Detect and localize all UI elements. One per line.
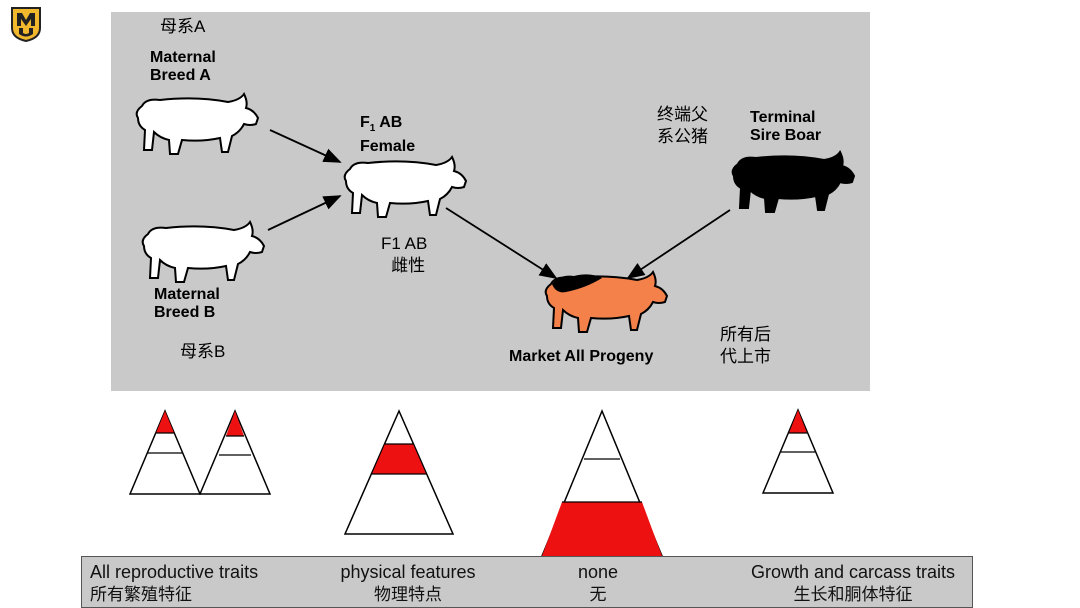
f1-rest: AB <box>375 114 403 131</box>
trait-none-zh: 无 <box>589 585 607 605</box>
arrow-f1-to-market <box>445 207 558 279</box>
arrow-breed-b-to-f1 <box>267 195 342 231</box>
terminal-en-line1: Terminal <box>750 109 816 126</box>
trait-reproductive-zh: 所有繁殖特征 <box>90 585 192 605</box>
f1-zh-line2: 雌性 <box>391 256 426 275</box>
f1-letter: F <box>360 114 370 131</box>
maternal-b-zh-label: 母系B <box>180 342 226 361</box>
trait-pyramid-none <box>540 409 664 557</box>
maternal-b-en-label: Maternal Breed B <box>154 286 220 322</box>
trait-pyramid-reproductive-2 <box>198 409 272 495</box>
maternal-breed-a-pig-icon <box>135 93 259 155</box>
trait-caption-growth-carcass: Growth and carcass traits 生长和胴体特征 <box>737 560 969 606</box>
trait-caption-physical: physical features 物理特点 <box>332 560 484 606</box>
trait-caption-reproductive: All reproductive traits 所有繁殖特征 <box>90 560 258 606</box>
maternal-breed-b-pig-icon <box>141 221 265 283</box>
trait-pyramid-physical <box>343 409 455 535</box>
terminal-sire-boar-pig-icon <box>731 151 855 213</box>
terminal-zh-line1: 终端父 <box>657 105 708 124</box>
trait-none-en: none <box>577 562 619 582</box>
arrow-breed-a-to-f1 <box>269 129 342 163</box>
f1-zh-line1: F1 AB <box>381 234 428 253</box>
trait-pyramid-growth-carcass <box>761 408 835 494</box>
terminal-sire-zh-label: 终端父 系公猪 <box>657 104 708 148</box>
trait-pyramid-reproductive-1 <box>128 409 202 495</box>
trait-growth-en: Growth and carcass traits <box>750 562 956 582</box>
maternal-b-en-line2: Breed B <box>154 304 216 321</box>
f1-subscript: 1 <box>369 123 376 135</box>
trait-growth-zh: 生长和胴体特征 <box>793 585 913 605</box>
trait-physical-zh: 物理特点 <box>374 585 442 605</box>
trait-caption-bar: All reproductive traits 所有繁殖特征 physical … <box>81 556 973 608</box>
university-logo-icon <box>11 7 41 42</box>
market-zh-line1: 所有后 <box>720 325 771 344</box>
market-progeny-en-label: Market All Progeny <box>509 348 654 365</box>
maternal-a-en-label: Maternal Breed A <box>150 49 216 85</box>
trait-physical-en: physical features <box>340 562 476 582</box>
terminal-sire-en-label: Terminal Sire Boar <box>750 109 821 145</box>
f1-female-zh-label: F1 AB 雌性 <box>381 233 427 277</box>
f1-female-en-line1: F1 AB <box>360 114 415 138</box>
market-zh-line2: 代上市 <box>720 347 771 366</box>
trait-caption-none: none 无 <box>562 560 634 606</box>
maternal-b-en-line1: Maternal <box>154 286 220 303</box>
f1-female-pig-icon <box>343 156 467 218</box>
terminal-en-line2: Sire Boar <box>750 127 822 144</box>
f1-female-en-label: F1 AB Female <box>360 114 415 156</box>
market-pig-black-patch <box>552 274 602 293</box>
arrow-sire-to-market <box>626 209 731 279</box>
terminal-zh-line2: 系公猪 <box>657 127 708 146</box>
maternal-a-zh-label: 母系A <box>160 17 206 36</box>
maternal-a-en-line2: Breed A <box>150 67 211 84</box>
maternal-a-en-line1: Maternal <box>150 49 216 66</box>
f1-female-en-line2: Female <box>360 138 416 156</box>
market-progeny-zh-label: 所有后 代上市 <box>720 324 771 368</box>
trait-reproductive-en: All reproductive traits <box>90 562 259 582</box>
